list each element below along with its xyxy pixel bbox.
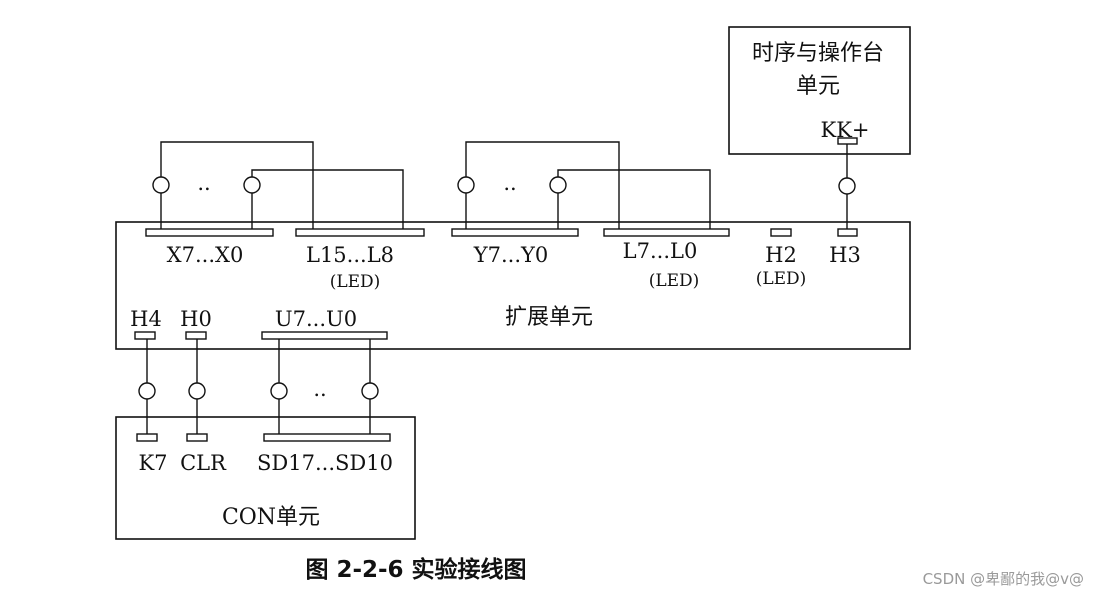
jack-h0 <box>188 382 206 400</box>
h2-pin <box>770 228 792 237</box>
wire-x7-to-l8 <box>160 141 314 229</box>
h4-label: H4 <box>130 307 162 331</box>
y-connector <box>451 228 579 237</box>
jack-u7 <box>270 382 288 400</box>
wire-y7-to-l0 <box>465 141 620 229</box>
kk-plus-pin <box>837 137 858 145</box>
expansion-unit-title: 扩展单元 <box>505 305 593 330</box>
l7-l0-label: L7...L0 <box>623 239 698 263</box>
jack-x0 <box>243 176 261 194</box>
jack-x7 <box>152 176 170 194</box>
h3-label: H3 <box>829 243 861 267</box>
con-unit-title: CON单元 <box>222 505 320 530</box>
h2-led-note: (LED) <box>756 269 807 289</box>
l15-l8-connector <box>295 228 425 237</box>
l15-l8-label: L15...L8 <box>306 243 394 267</box>
sd-connector <box>263 433 391 442</box>
x-connector <box>145 228 274 237</box>
h4-pin <box>134 331 156 340</box>
con-unit-box <box>115 416 416 540</box>
x7-x0-label: X7...X0 <box>167 243 244 267</box>
h2-label: H2 <box>765 243 797 267</box>
jack-y0 <box>549 176 567 194</box>
wire-y0-to-l7 <box>557 169 711 229</box>
jack-y7 <box>457 176 475 194</box>
h3-pin <box>837 228 858 237</box>
jack-h3 <box>838 177 856 195</box>
wire-x0-to-l15 <box>251 169 404 229</box>
ellipsis-u: .. <box>313 377 326 401</box>
ellipsis-x: .. <box>197 171 210 195</box>
timing-unit-title-line2: 单元 <box>796 74 840 99</box>
k7-pin <box>136 433 158 442</box>
ellipsis-y: .. <box>503 171 516 195</box>
u-connector <box>261 331 388 340</box>
timing-console-unit-box <box>728 26 911 155</box>
y7-y0-label: Y7...Y0 <box>473 243 548 267</box>
u7-u0-label: U7...U0 <box>275 307 357 331</box>
sd17-sd10-label: SD17...SD10 <box>257 451 393 475</box>
clr-label: CLR <box>180 451 227 475</box>
k7-label: K7 <box>138 451 167 475</box>
figure-caption: 图 2-2-6 实验接线图 <box>305 556 526 583</box>
h0-pin <box>185 331 207 340</box>
clr-pin <box>186 433 208 442</box>
timing-unit-title-line1: 时序与操作台 <box>752 41 884 66</box>
l7-l0-connector <box>603 228 730 237</box>
csdn-watermark: CSDN @卑鄙的我@v@ <box>923 570 1084 588</box>
l15-l8-led-note: (LED) <box>330 272 381 292</box>
l7-l0-led-note: (LED) <box>649 271 700 291</box>
expansion-unit-box <box>115 221 911 350</box>
h0-label: H0 <box>180 307 212 331</box>
jack-u0 <box>361 382 379 400</box>
jack-h4 <box>138 382 156 400</box>
